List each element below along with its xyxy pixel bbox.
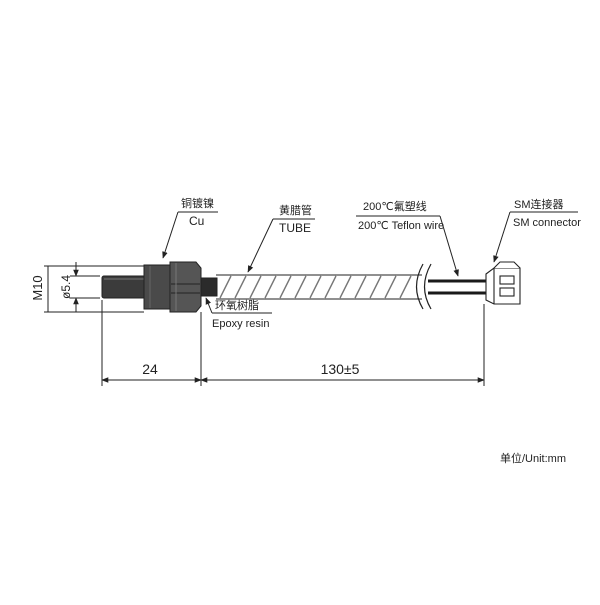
tube-stripe xyxy=(354,275,367,299)
callout-epoxy xyxy=(205,297,272,314)
tube-stripe xyxy=(279,275,292,299)
callout-cu xyxy=(162,211,218,259)
tube-stripe xyxy=(399,275,412,299)
probe-tip xyxy=(101,275,147,299)
dim-diameter xyxy=(70,262,100,312)
tube-stripe xyxy=(309,275,322,299)
callout-tube xyxy=(247,218,315,273)
dim-horizontal xyxy=(101,300,485,386)
tube-stripe xyxy=(339,275,352,299)
break-symbol xyxy=(415,263,432,310)
tube-stripe xyxy=(264,275,277,299)
tube-stripe xyxy=(384,275,397,299)
label-probe-length: 24 xyxy=(142,361,158,377)
unit-note: 单位/Unit:mm xyxy=(500,451,566,465)
label-epoxy-en: Epoxy resin xyxy=(212,318,269,330)
sm-connector xyxy=(485,261,521,305)
tube-stripe xyxy=(369,275,382,299)
tube-stripe xyxy=(324,275,337,299)
tube-stripe xyxy=(249,275,262,299)
callout-connector xyxy=(493,211,578,263)
label-connector-zh: SM连接器 xyxy=(514,198,564,211)
label-wire-zh: 200℃氟塑线 xyxy=(363,199,427,213)
tube-stripe xyxy=(234,275,247,299)
epoxy-stub xyxy=(200,277,218,297)
label-cu-en: Cu xyxy=(189,214,204,228)
label-cable-length: 130±5 xyxy=(321,361,360,377)
label-cu-zh: 铜镀镍 xyxy=(181,196,214,210)
teflon-wires xyxy=(428,279,486,295)
label-wire-en: 200℃ Teflon wire xyxy=(358,220,444,232)
threaded-body xyxy=(143,264,173,310)
label-connector-en: SM connector xyxy=(513,217,581,229)
label-diameter: ø5.4 xyxy=(59,275,73,299)
dim-m10 xyxy=(44,265,144,313)
label-epoxy-zh: 环氧树脂 xyxy=(215,298,259,312)
label-tube-zh: 黄腊管 xyxy=(279,203,312,217)
label-m10: M10 xyxy=(30,275,45,300)
wax-tube xyxy=(216,274,422,300)
hex-nut xyxy=(169,261,202,313)
label-tube-en: TUBE xyxy=(279,221,311,235)
callout-wire xyxy=(356,215,459,277)
tube-stripe xyxy=(219,275,232,299)
tube-stripe xyxy=(294,275,307,299)
